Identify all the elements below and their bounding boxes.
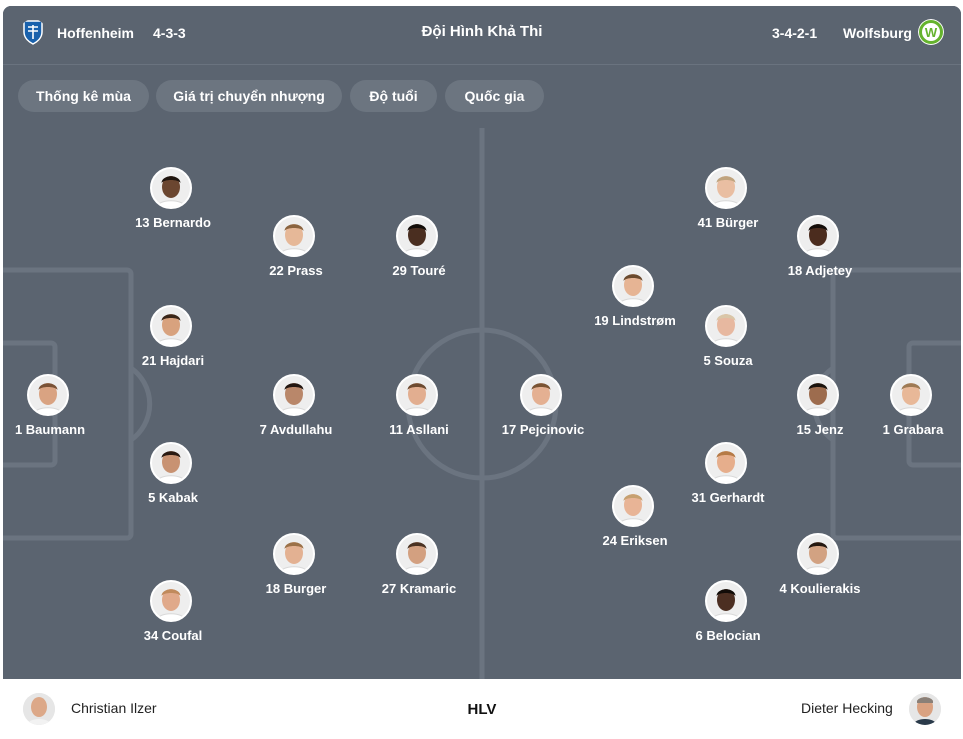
player-label: 15 Jenz — [796, 422, 844, 437]
home-player[interactable]: 27 Kramaric — [354, 533, 484, 611]
player-avatar[interactable] — [705, 442, 747, 484]
stat-tabs: Thống kê mùa Giá trị chuyển nhượng Độ tu… — [3, 65, 961, 128]
lineup-card: Hoffenheim 4-3-3 Đội Hình Khả Thi 3-4-2-… — [3, 6, 961, 679]
away-player[interactable]: 19 Lindstrøm — [570, 265, 700, 343]
player-avatar[interactable] — [396, 215, 438, 257]
player-avatar[interactable] — [273, 374, 315, 416]
player-avatar[interactable] — [150, 580, 192, 622]
player-label: 18 Burger — [265, 581, 327, 596]
player-avatar[interactable] — [273, 215, 315, 257]
player-label: 22 Prass — [269, 263, 323, 278]
wolfsburg-crest-icon[interactable]: W — [918, 19, 944, 45]
home-player[interactable]: 11 Asllani — [354, 374, 484, 452]
player-avatar[interactable] — [705, 580, 747, 622]
tab-age[interactable]: Độ tuổi — [350, 80, 437, 112]
away-player[interactable]: 41 Bürger — [663, 167, 793, 245]
player-label: 4 Koulierakis — [779, 581, 861, 596]
home-player[interactable]: 18 Burger — [231, 533, 361, 611]
home-player[interactable]: 13 Bernardo — [108, 167, 238, 245]
tab-transfer-value[interactable]: Giá trị chuyển nhượng — [156, 80, 342, 112]
player-avatar[interactable] — [797, 374, 839, 416]
tab-season-stats[interactable]: Thống kê mùa — [18, 80, 149, 112]
player-label: 18 Adjetey — [787, 263, 853, 278]
away-player[interactable]: 6 Belocian — [663, 580, 793, 658]
home-player[interactable]: 21 Hajdari — [108, 305, 238, 383]
tab-nationality[interactable]: Quốc gia — [445, 80, 544, 112]
player-avatar[interactable] — [705, 167, 747, 209]
player-label: 24 Eriksen — [602, 533, 668, 548]
home-player[interactable]: 1 Baumann — [3, 374, 115, 452]
player-avatar[interactable] — [797, 533, 839, 575]
away-player[interactable]: 1 Grabara — [848, 374, 961, 452]
player-label: 31 Gerhardt — [691, 490, 765, 505]
player-label: 17 Pejcinovic — [501, 422, 585, 437]
away-formation: 3-4-2-1 — [772, 25, 818, 41]
home-coach-avatar[interactable] — [23, 693, 55, 725]
home-player[interactable]: 5 Kabak — [108, 442, 238, 520]
person-icon — [909, 693, 941, 725]
away-player[interactable]: 24 Eriksen — [570, 485, 700, 563]
player-avatar[interactable] — [705, 305, 747, 347]
away-team-name[interactable]: Wolfsburg — [843, 25, 912, 41]
player-label: 6 Belocian — [695, 628, 761, 643]
away-coach-name[interactable]: Dieter Hecking — [801, 700, 893, 716]
away-coach-avatar[interactable] — [909, 693, 941, 725]
person-icon — [23, 693, 55, 725]
away-player[interactable]: 17 Pejcinovic — [478, 374, 608, 452]
pitch: 1 Baumann 13 Bernardo 21 Hajdari 5 Kabak 34 … — [3, 128, 961, 679]
hoffenheim-crest-icon[interactable] — [20, 19, 46, 45]
home-coach-name[interactable]: Christian Ilzer — [71, 700, 157, 716]
away-player[interactable]: 5 Souza — [663, 305, 793, 383]
player-label: 27 Kramaric — [381, 581, 457, 596]
home-player[interactable]: 22 Prass — [231, 215, 361, 293]
player-label: 5 Kabak — [148, 490, 198, 505]
player-avatar[interactable] — [612, 485, 654, 527]
home-player[interactable]: 7 Avdullahu — [231, 374, 361, 452]
player-avatar[interactable] — [27, 374, 69, 416]
home-team-name[interactable]: Hoffenheim — [57, 25, 134, 41]
player-avatar[interactable] — [273, 533, 315, 575]
player-label: 21 Hajdari — [141, 353, 205, 368]
player-avatar[interactable] — [612, 265, 654, 307]
player-avatar[interactable] — [396, 374, 438, 416]
player-avatar[interactable] — [797, 215, 839, 257]
away-player[interactable]: 4 Koulierakis — [755, 533, 885, 611]
player-label: 19 Lindstrøm — [594, 313, 676, 328]
player-avatar[interactable] — [890, 374, 932, 416]
coaches-row: Christian Ilzer HLV Dieter Hecking — [3, 679, 961, 739]
player-label: 1 Baumann — [14, 422, 86, 437]
player-label: 29 Touré — [392, 263, 446, 278]
home-player[interactable]: 29 Touré — [354, 215, 484, 293]
away-player[interactable]: 18 Adjetey — [755, 215, 885, 293]
home-formation: 4-3-3 — [153, 25, 186, 41]
player-avatar[interactable] — [150, 305, 192, 347]
lineup-header: Hoffenheim 4-3-3 Đội Hình Khả Thi 3-4-2-… — [3, 6, 961, 65]
player-label: 1 Grabara — [882, 422, 944, 437]
svg-text:W: W — [925, 25, 938, 40]
player-avatar[interactable] — [150, 442, 192, 484]
away-player[interactable]: 15 Jenz — [755, 374, 885, 452]
page-title: Đội Hình Khả Thi — [421, 23, 543, 40]
player-label: 11 Asllani — [389, 422, 449, 437]
player-label: 5 Souza — [703, 353, 753, 368]
player-avatar[interactable] — [150, 167, 192, 209]
player-label: 41 Bürger — [697, 215, 759, 230]
player-label: 34 Coufal — [143, 628, 203, 643]
home-player[interactable]: 34 Coufal — [108, 580, 238, 658]
player-avatar[interactable] — [520, 374, 562, 416]
player-label: 7 Avdullahu — [259, 422, 333, 437]
away-player[interactable]: 31 Gerhardt — [663, 442, 793, 520]
player-avatar[interactable] — [396, 533, 438, 575]
player-label: 13 Bernardo — [135, 215, 211, 230]
